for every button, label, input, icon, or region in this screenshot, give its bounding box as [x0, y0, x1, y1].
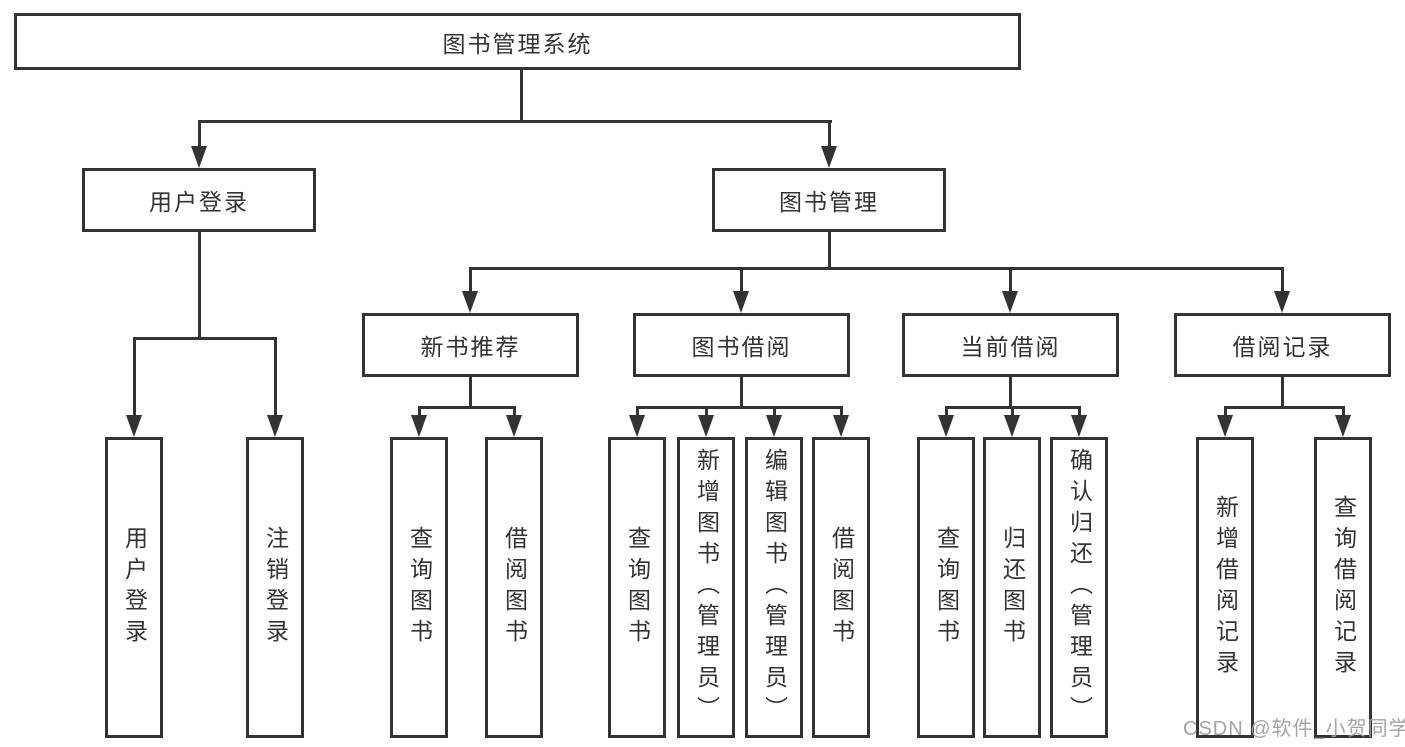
node-query-books-recommend: 查询图书: [390, 437, 448, 738]
connector-line: [1281, 267, 1284, 293]
connector-new-book-stem: [469, 377, 472, 409]
arrow-down-icon: [462, 291, 478, 313]
node-confirm-return-admin: 确认归还（管理员）: [1050, 437, 1108, 738]
connector-book-mgmt-stem: [828, 232, 831, 270]
node-borrow-books: 借阅图书: [812, 437, 870, 738]
connector-line: [198, 120, 201, 150]
node-return-books: 归还图书: [983, 437, 1041, 738]
arrow-down-icon: [938, 415, 954, 437]
connector-line: [469, 267, 472, 293]
arrow-down-icon: [506, 415, 522, 437]
arrow-down-icon: [733, 291, 749, 313]
connector-line: [740, 267, 743, 293]
connector-line: [636, 406, 639, 417]
csdn-watermark: CSDN @软件_小贺同学: [1183, 718, 1405, 740]
node-book-management-module: 图书管理: [712, 168, 946, 232]
node-borrow-books-recommend: 借阅图书: [485, 437, 543, 738]
connector-borrowing-branch: [636, 406, 842, 409]
node-label: 图书管理: [779, 189, 879, 215]
connector-line: [133, 337, 136, 417]
node-label: 新书推荐: [420, 334, 521, 360]
connector-line: [513, 406, 516, 417]
node-label: 借阅记录: [1232, 334, 1333, 360]
node-book-borrowing: 图书借阅: [633, 313, 850, 377]
arrow-down-icon: [1002, 291, 1018, 313]
connector-line: [773, 406, 776, 417]
node-label: 新增图书（管理员）: [693, 448, 720, 727]
node-label: 查询图书: [933, 525, 960, 650]
node-borrowing-records: 借阅记录: [1174, 313, 1391, 377]
connector-records-branch: [1224, 406, 1344, 409]
connector-root-stem: [520, 70, 523, 122]
arrow-down-icon: [1071, 415, 1087, 437]
node-add-books-admin: 新增图书（管理员）: [677, 437, 735, 738]
node-label: 查询图书: [406, 525, 433, 650]
connector-line: [840, 406, 843, 417]
connector-user-login-branch: [133, 337, 277, 340]
node-label: 新增借阅记录: [1212, 494, 1239, 681]
arrow-down-icon: [821, 146, 837, 168]
node-label: 注销登录: [262, 525, 289, 650]
node-add-borrow-record: 新增借阅记录: [1196, 437, 1254, 738]
node-label: 图书管理系统: [442, 30, 593, 57]
node-query-borrow-record: 查询借阅记录: [1314, 437, 1372, 738]
arrow-down-icon: [766, 415, 782, 437]
node-label: 借阅图书: [501, 525, 528, 650]
node-label: 借阅图书: [828, 525, 855, 650]
arrow-down-icon: [411, 415, 427, 437]
node-library-management-system: 图书管理系统: [14, 13, 1021, 70]
arrow-down-icon: [267, 415, 283, 437]
node-label: 查询图书: [624, 525, 651, 650]
node-label: 用户登录: [149, 189, 249, 215]
connector-line: [828, 120, 831, 150]
connector-line: [1224, 406, 1227, 417]
connector-line: [1009, 267, 1012, 293]
node-label: 当前借阅: [960, 334, 1061, 360]
arrow-down-icon: [698, 415, 714, 437]
connector-line: [274, 337, 277, 417]
connector-user-login-stem: [198, 232, 201, 340]
node-edit-books-admin: 编辑图书（管理员）: [745, 437, 803, 738]
connector-borrowing-stem: [740, 377, 743, 409]
node-label: 查询借阅记录: [1330, 494, 1357, 681]
connector-line: [1011, 406, 1014, 417]
node-query-books-borrowing: 查询图书: [608, 437, 666, 738]
arrow-down-icon: [833, 415, 849, 437]
connector-line: [418, 406, 421, 417]
connector-current-stem: [1009, 377, 1012, 409]
node-current-borrowing: 当前借阅: [902, 313, 1119, 377]
node-label: 用户登录: [121, 525, 148, 650]
node-label: 图书借阅: [691, 334, 792, 360]
arrow-down-icon: [1335, 415, 1351, 437]
node-user-login: 用户登录: [105, 437, 163, 738]
connector-root-branch: [198, 120, 832, 123]
node-label: 编辑图书（管理员）: [761, 448, 788, 727]
arrow-down-icon: [1004, 415, 1020, 437]
node-label: 归还图书: [999, 525, 1026, 650]
node-logout: 注销登录: [246, 437, 304, 738]
node-label: 确认归还（管理员）: [1066, 448, 1093, 727]
connector-line: [705, 406, 708, 417]
connector-records-stem: [1281, 377, 1284, 409]
connector-new-book-branch: [418, 406, 516, 409]
node-user-login-module: 用户登录: [82, 168, 316, 232]
arrow-down-icon: [629, 415, 645, 437]
node-new-book-recommendation: 新书推荐: [362, 313, 579, 377]
connector-book-mgmt-branch: [469, 267, 1284, 270]
arrow-down-icon: [126, 415, 142, 437]
connector-line: [1078, 406, 1081, 417]
arrow-down-icon: [191, 146, 207, 168]
connector-line: [1342, 406, 1345, 417]
node-query-books-current: 查询图书: [917, 437, 975, 738]
arrow-down-icon: [1274, 291, 1290, 313]
arrow-down-icon: [1217, 415, 1233, 437]
connector-line: [945, 406, 948, 417]
